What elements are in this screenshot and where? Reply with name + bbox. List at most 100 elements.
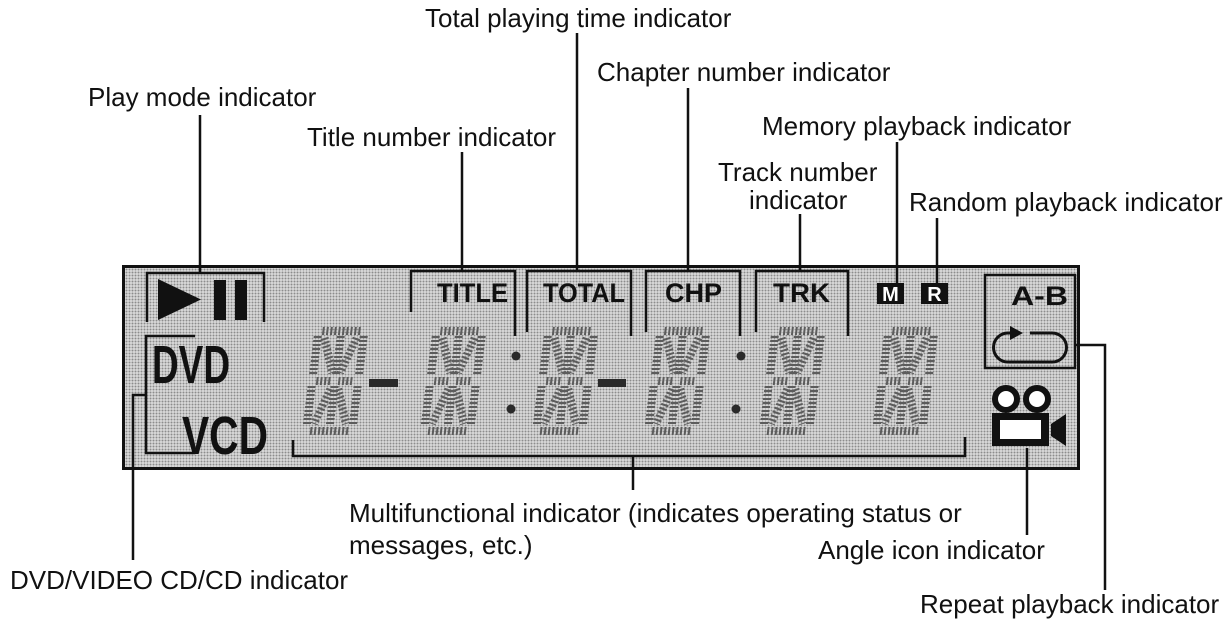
digit-segment	[667, 386, 681, 426]
segment-digit	[420, 327, 486, 435]
digit-segment	[788, 336, 802, 376]
digit-segment	[918, 386, 932, 426]
callout-angle-icon: Angle icon indicator	[818, 535, 1045, 565]
vcd-label: VCD	[182, 406, 268, 466]
digit-segment	[331, 336, 345, 376]
track-label: TRK	[773, 278, 831, 308]
callout-multifunctional-line1: Multifunctional indicator (indicates ope…	[349, 498, 962, 528]
digit-segment	[438, 336, 455, 375]
callout-track-number-line1: Track number	[718, 157, 878, 187]
digit-segment	[906, 336, 931, 375]
chapter-label: CHP	[665, 278, 722, 308]
digit-segment	[578, 386, 592, 426]
digit-segment	[890, 336, 907, 375]
digit-segment	[320, 336, 337, 375]
digit-segment	[354, 336, 368, 376]
digit-segment	[805, 386, 819, 426]
track-bracket	[754, 269, 850, 336]
segment-digit	[302, 327, 368, 435]
digit-segment	[466, 386, 480, 426]
digit-segment	[690, 386, 704, 426]
digit-segment	[878, 336, 892, 376]
segment-digit	[872, 327, 938, 435]
total-label: TOTAL	[543, 278, 625, 308]
digit-segment	[334, 387, 350, 426]
callout-multifunctional-line2: messages, etc.)	[349, 530, 533, 560]
digit-segment	[538, 336, 552, 376]
digit-segment	[650, 336, 664, 376]
digit-segment	[452, 387, 468, 426]
callout-repeat-playback: Repeat playback indicator	[920, 589, 1220, 619]
digit-segment	[662, 336, 679, 375]
digit-segment	[904, 387, 920, 426]
digit-segment	[454, 336, 479, 375]
digit-segment	[564, 387, 580, 426]
callout-memory-playback: Memory playback indicator	[762, 111, 1072, 141]
digit-segment	[901, 336, 915, 376]
ab-label: A-B	[1011, 281, 1068, 311]
pause-icon	[214, 280, 247, 320]
digit-segment	[426, 336, 440, 376]
multifunctional-bracket	[291, 437, 967, 458]
digit-segment	[584, 336, 598, 376]
callout-line-disc	[131, 393, 146, 560]
title-bracket	[409, 269, 517, 336]
digit-segment	[325, 386, 339, 426]
callout-play-mode: Play mode indicator	[88, 82, 317, 112]
callout-title-number: Title number indicator	[307, 122, 557, 152]
digit-segment	[555, 386, 569, 426]
colon-dot	[736, 351, 746, 361]
lcd-display-panel	[122, 265, 1080, 470]
digit-segment	[777, 336, 794, 375]
colon-dot	[731, 404, 741, 414]
movie-camera-icon	[992, 385, 1066, 446]
dash-separator	[598, 379, 626, 387]
callout-disc-type: DVD/VIDEO CD/CD indicator	[10, 565, 349, 595]
chapter-bracket	[644, 269, 742, 336]
digit-segment	[791, 387, 807, 426]
colon-dot	[511, 351, 521, 361]
play-icon	[158, 279, 201, 320]
digit-segment	[765, 336, 779, 376]
dash-separator	[369, 379, 398, 387]
ab-repeat-box	[983, 273, 1077, 370]
segment-digit	[644, 327, 710, 435]
digit-segment	[793, 336, 818, 375]
total-bracket	[525, 269, 633, 336]
digit-separators	[369, 351, 746, 414]
digit-segment	[472, 336, 486, 376]
digit-segment	[676, 387, 692, 426]
memory-badge: M	[877, 283, 904, 306]
title-label: TITLE	[437, 278, 508, 308]
digit-segment	[449, 336, 463, 376]
memory-badge-letter: M	[882, 284, 899, 306]
dvd-label: DVD	[152, 335, 230, 395]
random-badge: R	[921, 283, 948, 306]
digit-segment	[566, 336, 591, 375]
digit-segment	[561, 336, 575, 376]
digit-segment	[348, 386, 362, 426]
digit-segment	[532, 386, 546, 426]
digit-segment	[644, 386, 658, 426]
digit-segment	[308, 336, 322, 376]
digit-segment	[872, 386, 886, 426]
digit-segment	[673, 336, 687, 376]
repeat-loop-icon	[992, 326, 1068, 364]
disc-type-bracket	[144, 334, 195, 455]
callout-line-repeat	[1075, 343, 1107, 590]
digit-segment	[550, 336, 567, 375]
digit-segment	[443, 386, 457, 426]
callout-track-number-line2: indicator	[749, 185, 848, 215]
digit-segment	[696, 336, 710, 376]
random-badge-letter: R	[927, 284, 942, 306]
play-mode-bracket	[145, 271, 266, 322]
callout-total-playing-time: Total playing time indicator	[425, 3, 732, 33]
segment-digit	[759, 327, 825, 435]
digit-segment	[759, 386, 773, 426]
digit-segment	[782, 386, 796, 426]
segment-digit	[532, 327, 598, 435]
multifunctional-digits	[302, 327, 938, 435]
digit-segment	[895, 386, 909, 426]
colon-dot	[506, 404, 516, 414]
